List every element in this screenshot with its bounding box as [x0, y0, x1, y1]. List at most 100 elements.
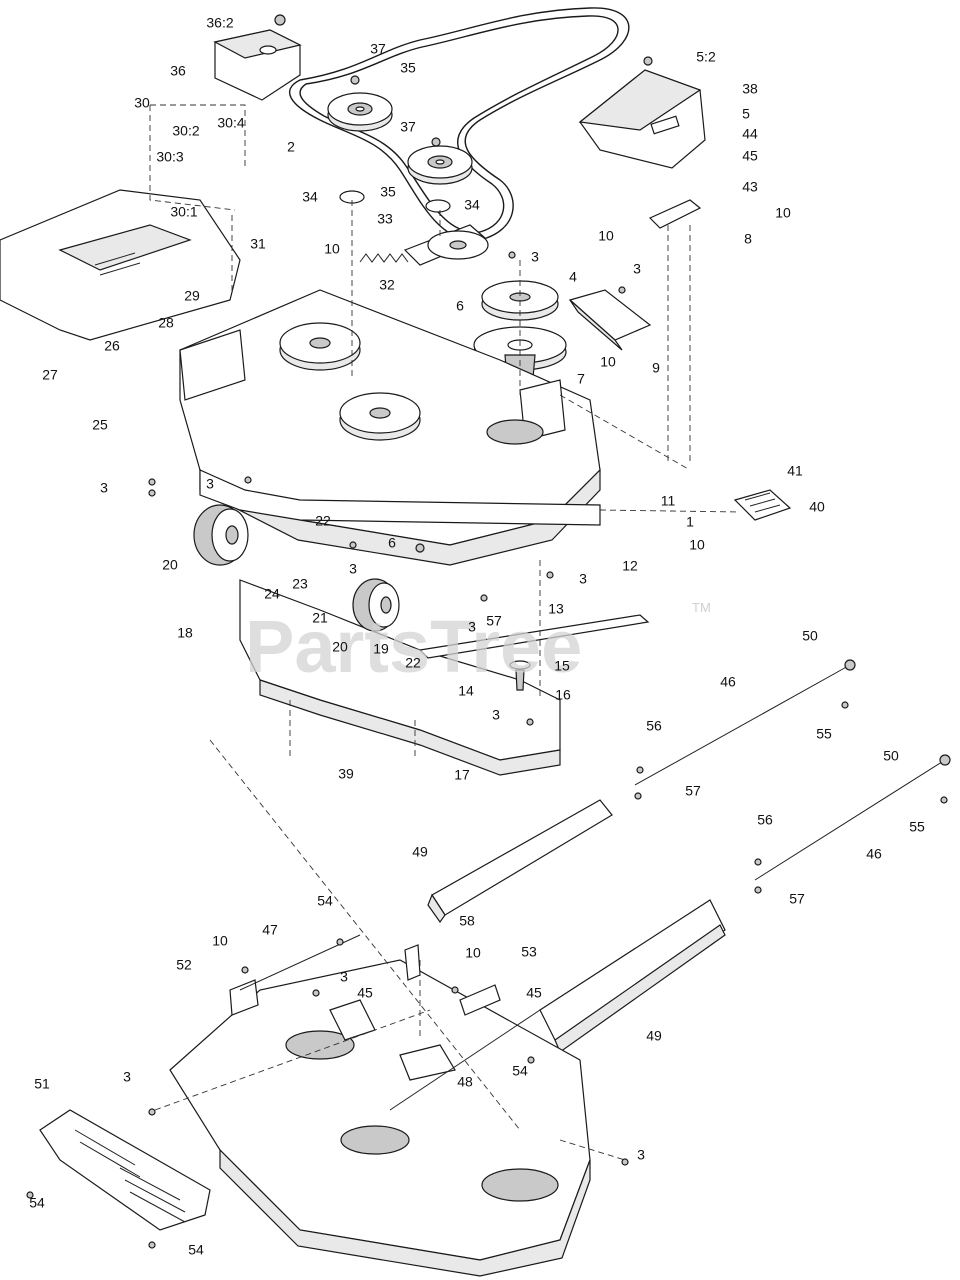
callout-c-9: 9: [652, 360, 660, 376]
callout-c-5: 5: [742, 106, 750, 122]
callout-c-10g: 10: [465, 945, 481, 961]
callout-c-10c: 10: [598, 228, 614, 244]
callout-c-17: 17: [454, 767, 470, 783]
callout-c-55a: 55: [816, 726, 832, 742]
callout-c-8: 8: [744, 231, 752, 247]
callout-c-12: 12: [622, 558, 638, 574]
callout-c-45a: 45: [742, 148, 758, 164]
callout-c-51: 51: [34, 1076, 50, 1092]
callout-c-56b: 56: [757, 812, 773, 828]
callout-c-54a: 54: [317, 893, 333, 909]
callout-c-26: 26: [104, 338, 120, 354]
callout-c-54d: 54: [188, 1242, 204, 1258]
callout-c-4: 4: [569, 269, 577, 285]
callout-c-45c: 45: [526, 985, 542, 1001]
drive-belt: [288, 7, 630, 241]
callout-c-37a: 37: [370, 41, 386, 57]
callout-c-6b: 6: [388, 535, 396, 551]
callout-c-39: 39: [338, 766, 354, 782]
callout-c-47: 47: [262, 922, 278, 938]
callout-c-35a: 35: [400, 60, 416, 76]
callout-c-57a: 57: [486, 613, 502, 629]
callout-c-1: 1: [686, 514, 694, 530]
callout-c-54b: 54: [512, 1063, 528, 1079]
callout-c-3h: 3: [492, 707, 500, 723]
callout-c-55b: 55: [909, 819, 925, 835]
callout-c-33: 33: [377, 211, 393, 227]
callout-c-19: 19: [373, 641, 389, 657]
pulley-nuts: [350, 75, 441, 147]
callout-c-11: 11: [661, 493, 676, 509]
fasteners: [26, 251, 948, 1249]
watermark: PartsTree TM: [245, 600, 711, 688]
callout-c-3e: 3: [349, 561, 357, 577]
deck-baffle: [239, 579, 561, 776]
callout-c-21: 21: [312, 610, 328, 626]
callout-c-54c: 54: [29, 1195, 45, 1211]
idler-pulley-upper: [327, 92, 393, 132]
callout-c-58: 58: [459, 913, 475, 929]
callout-c-28: 28: [158, 315, 174, 331]
callout-c-22b: 22: [405, 655, 421, 671]
callout-c-10a: 10: [324, 241, 340, 257]
callout-c-49b: 49: [646, 1028, 662, 1044]
callout-c-27: 27: [42, 367, 58, 383]
callout-c-43: 43: [742, 179, 758, 195]
callout-c-40: 40: [809, 499, 825, 515]
callout-c-3b: 3: [633, 261, 641, 277]
mower-blade: [418, 614, 650, 691]
left-belt-cover: [213, 14, 302, 101]
callout-c-35b: 35: [380, 184, 396, 200]
callout-c-52: 52: [176, 957, 192, 973]
deck-skirt: [199, 469, 601, 526]
callout-c-10e: 10: [689, 537, 705, 553]
lower-brackets: [229, 944, 501, 1016]
callout-c-56a: 56: [646, 718, 662, 734]
callout-c-34b: 34: [464, 197, 480, 213]
deck-spindle-center: [339, 392, 421, 441]
callout-c-36-2: 36:2: [206, 15, 233, 31]
callout-c-50b: 50: [883, 748, 899, 764]
watermark-text: PartsTree: [245, 605, 582, 688]
callout-c-34a: 34: [302, 189, 318, 205]
assembly-guide-lines: [149, 104, 741, 1161]
callout-c-46a: 46: [720, 674, 736, 690]
callout-c-3i: 3: [340, 969, 348, 985]
idler-arm: [403, 224, 489, 266]
watermark-trademark: TM: [692, 600, 711, 615]
callout-c-10d: 10: [600, 354, 616, 370]
callout-c-29: 29: [184, 288, 200, 304]
callout-c-46b: 46: [866, 846, 882, 862]
upper-mower-deck: [179, 289, 601, 566]
callout-c-24: 24: [264, 586, 280, 602]
callout-c-6a: 6: [456, 298, 464, 314]
callout-c-10f: 10: [212, 933, 228, 949]
front-shield-upper: [427, 799, 613, 924]
front-shield-lower: [539, 899, 726, 1053]
callout-c-30-1: 30:1: [170, 204, 197, 220]
callout-c-20a: 20: [162, 557, 178, 573]
callout-c-20b: 20: [332, 639, 348, 655]
callout-c-30-2: 30:2: [172, 123, 199, 139]
callout-c-18: 18: [177, 625, 193, 641]
lower-mower-deck: [169, 959, 591, 1277]
callout-c-3a: 3: [531, 249, 539, 265]
callout-c-30: 30: [134, 95, 150, 111]
gauge-wheel-left: [193, 504, 249, 566]
gauge-wheel-right: [352, 578, 400, 632]
callout-c-23: 23: [292, 576, 308, 592]
callout-c-30-3: 30:3: [156, 149, 183, 165]
callout-c-5-2: 5:2: [696, 49, 716, 65]
rear-shield: [0, 189, 241, 341]
callout-c-41: 41: [787, 463, 803, 479]
bracket-9: [568, 289, 652, 351]
callout-c-25: 25: [92, 417, 108, 433]
deck-spindle-left: [279, 322, 361, 371]
callout-c-57b: 57: [685, 783, 701, 799]
callout-c-50a: 50: [802, 628, 818, 644]
callout-c-3d: 3: [100, 480, 108, 496]
bracket-8: [648, 199, 702, 229]
callout-c-49a: 49: [412, 844, 428, 860]
